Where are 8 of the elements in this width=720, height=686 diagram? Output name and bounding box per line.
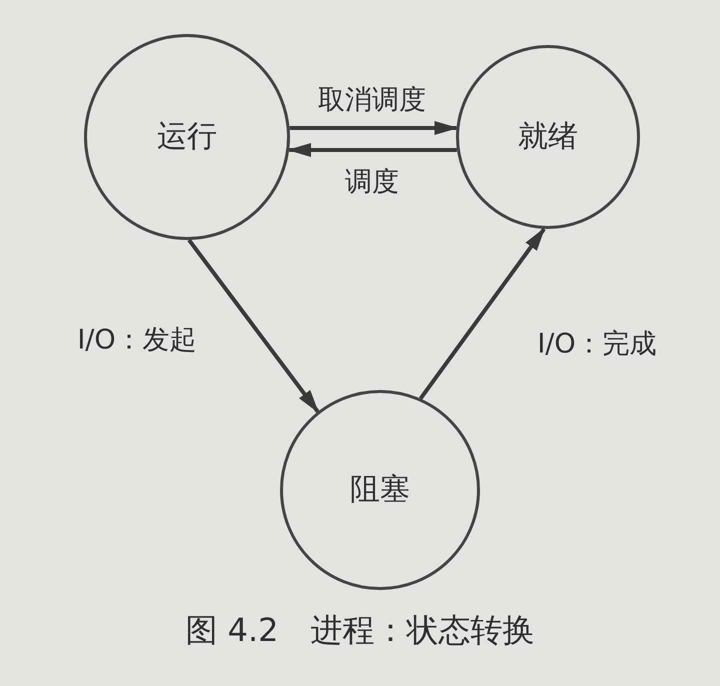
figure-caption: 图 4.2 进程：状态转换 [184,610,536,651]
arrow [287,143,457,157]
state-name: 运行 [157,118,217,156]
state-name: 就绪 [518,118,578,156]
arrow [418,227,546,400]
state-name: 阻塞 [350,471,410,509]
arrow [187,238,320,414]
arrow [290,121,458,135]
